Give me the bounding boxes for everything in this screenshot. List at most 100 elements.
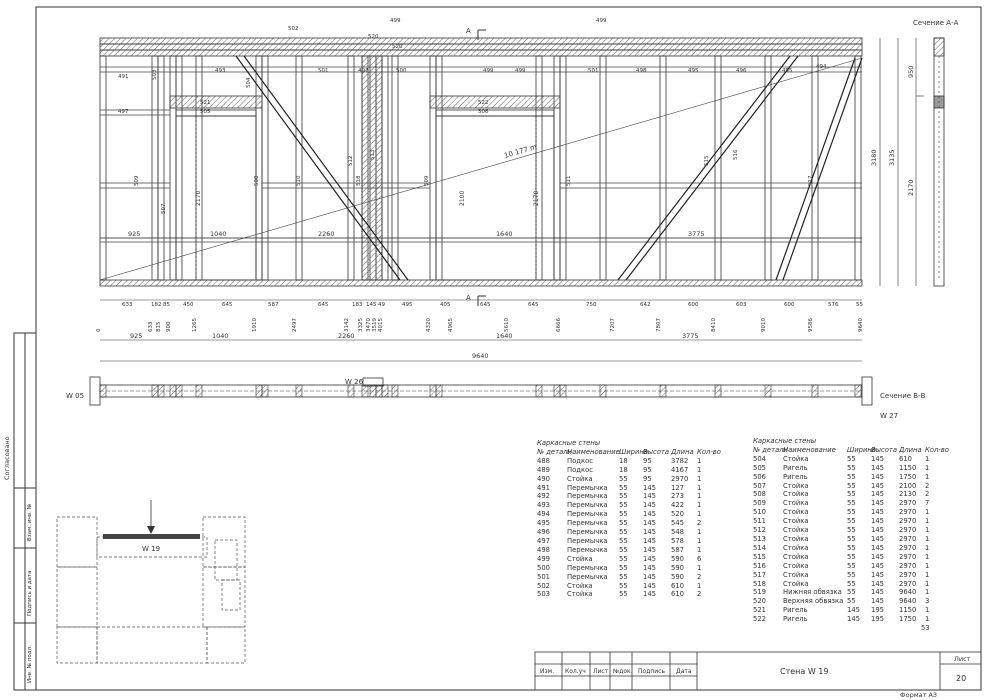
part-label: 505 — [200, 109, 211, 115]
mid-dim-label: 3775 — [688, 230, 705, 238]
stud — [347, 55, 355, 281]
plan-stud — [175, 384, 183, 398]
dimension-lines — [100, 299, 862, 362]
stamp-header-2: Лист — [593, 668, 609, 675]
table1-cell: 610 — [671, 581, 684, 590]
table1-cell: Перемычка — [567, 519, 608, 528]
table2-cell: 55 — [847, 579, 856, 588]
plan-stud — [854, 384, 862, 398]
table2-cell: 1750 — [899, 472, 917, 481]
table1-cell: 145 — [643, 519, 656, 528]
part-label: 502 — [288, 26, 299, 32]
plan-stud — [391, 384, 399, 398]
mid-dim-label: 925 — [128, 230, 140, 238]
dim-cumulative-label: 9010 — [761, 318, 767, 332]
table2-cell: 2970 — [899, 579, 917, 588]
table1-cell: Перемычка — [567, 501, 608, 510]
dim-top-label: 183 — [352, 302, 363, 308]
table1-cell: 1 — [697, 536, 702, 545]
table1-cell: Перемычка — [567, 528, 608, 537]
table1-cell: Перемычка — [567, 510, 608, 519]
part-label: 509 — [424, 175, 430, 186]
plan-label-w26: W 26 — [345, 378, 364, 386]
dim-cumulative-label: 6666 — [556, 318, 562, 332]
table2-cell: Стойка — [783, 490, 809, 499]
table2-cell: 3 — [925, 597, 930, 606]
table2-cell: Стойка — [783, 517, 809, 526]
plan-stud — [151, 384, 159, 398]
plan-stud — [369, 384, 377, 398]
table2-cell: 509 — [753, 499, 766, 508]
side-label-replace: Взам. инв. № — [27, 503, 33, 541]
table2-cell: Стойка — [783, 499, 809, 508]
table1-cell: 494 — [537, 510, 550, 519]
dim-cumulative-label: 9586 — [808, 318, 814, 332]
table2-cell: 55 — [847, 490, 856, 499]
dim-top-label: 645 — [318, 302, 329, 308]
dim-opening-label: 1040 — [212, 332, 229, 340]
table2-cell: 145 — [871, 552, 884, 561]
dim-cumulative-label: 1265 — [192, 318, 198, 332]
part-label: 495 — [688, 68, 699, 74]
table2-cell: 1 — [925, 588, 930, 597]
table1-cell: 1 — [697, 563, 702, 572]
stamp-header-0: Изм. — [540, 668, 554, 675]
plan-stud — [811, 384, 819, 398]
dim-cumulative-label: 4965 — [448, 318, 454, 332]
bottom-plate — [99, 279, 863, 287]
table2-cell: 2 — [925, 490, 930, 499]
plan-stud — [261, 384, 269, 398]
dim-top-label: 576 — [828, 302, 839, 308]
table1-title: Каркасные стены — [537, 439, 601, 447]
section-aa-label: Сечение А-А — [913, 19, 959, 27]
table2-cell: Верхняя обвязка — [783, 597, 844, 606]
noggings — [100, 66, 862, 243]
dim-opening-label: 2260 — [338, 332, 355, 340]
dim-top-label: 450 — [183, 302, 194, 308]
table2-cell: 2100 — [899, 481, 917, 490]
section-a-marker — [477, 29, 486, 306]
table1-cell: 55 — [619, 572, 628, 581]
table2-cell: 55 — [847, 543, 856, 552]
table2-cell: 515 — [753, 552, 766, 561]
table2-h2: Ширина — [847, 445, 877, 454]
table2-cell: Ригель — [783, 463, 808, 472]
table2-cell: 195 — [871, 606, 884, 615]
sheet-number: 20 — [956, 674, 966, 683]
dim-top-label: 495 — [402, 302, 413, 308]
table2-cell: 2130 — [899, 490, 917, 499]
table1-cell: 6 — [697, 554, 702, 563]
table2-cell: 2970 — [899, 570, 917, 579]
table2-cell: 2970 — [899, 508, 917, 517]
table1-cell: Перемычка — [567, 483, 608, 492]
part-label: 499 — [390, 18, 401, 24]
dim-cumulative-label: 7807 — [656, 318, 662, 332]
table2-h4: Длина — [899, 445, 922, 454]
dim-cumulative-label: 7207 — [610, 318, 616, 332]
table2-cell: 2970 — [899, 534, 917, 543]
table1-cell: 55 — [619, 519, 628, 528]
part-label: 491 — [118, 74, 129, 80]
table2-cell: 145 — [871, 579, 884, 588]
table2-cell: 1 — [925, 526, 930, 535]
section-bb-label: Сечение В-В — [880, 392, 926, 400]
dim-cumulative-label: 3325 — [358, 318, 364, 332]
inner-dim-1: 2170 — [195, 191, 202, 206]
dim-top-label: 55 — [856, 302, 863, 308]
drawing-title: Стена W 19 — [780, 667, 828, 676]
plan-stud — [659, 384, 667, 398]
